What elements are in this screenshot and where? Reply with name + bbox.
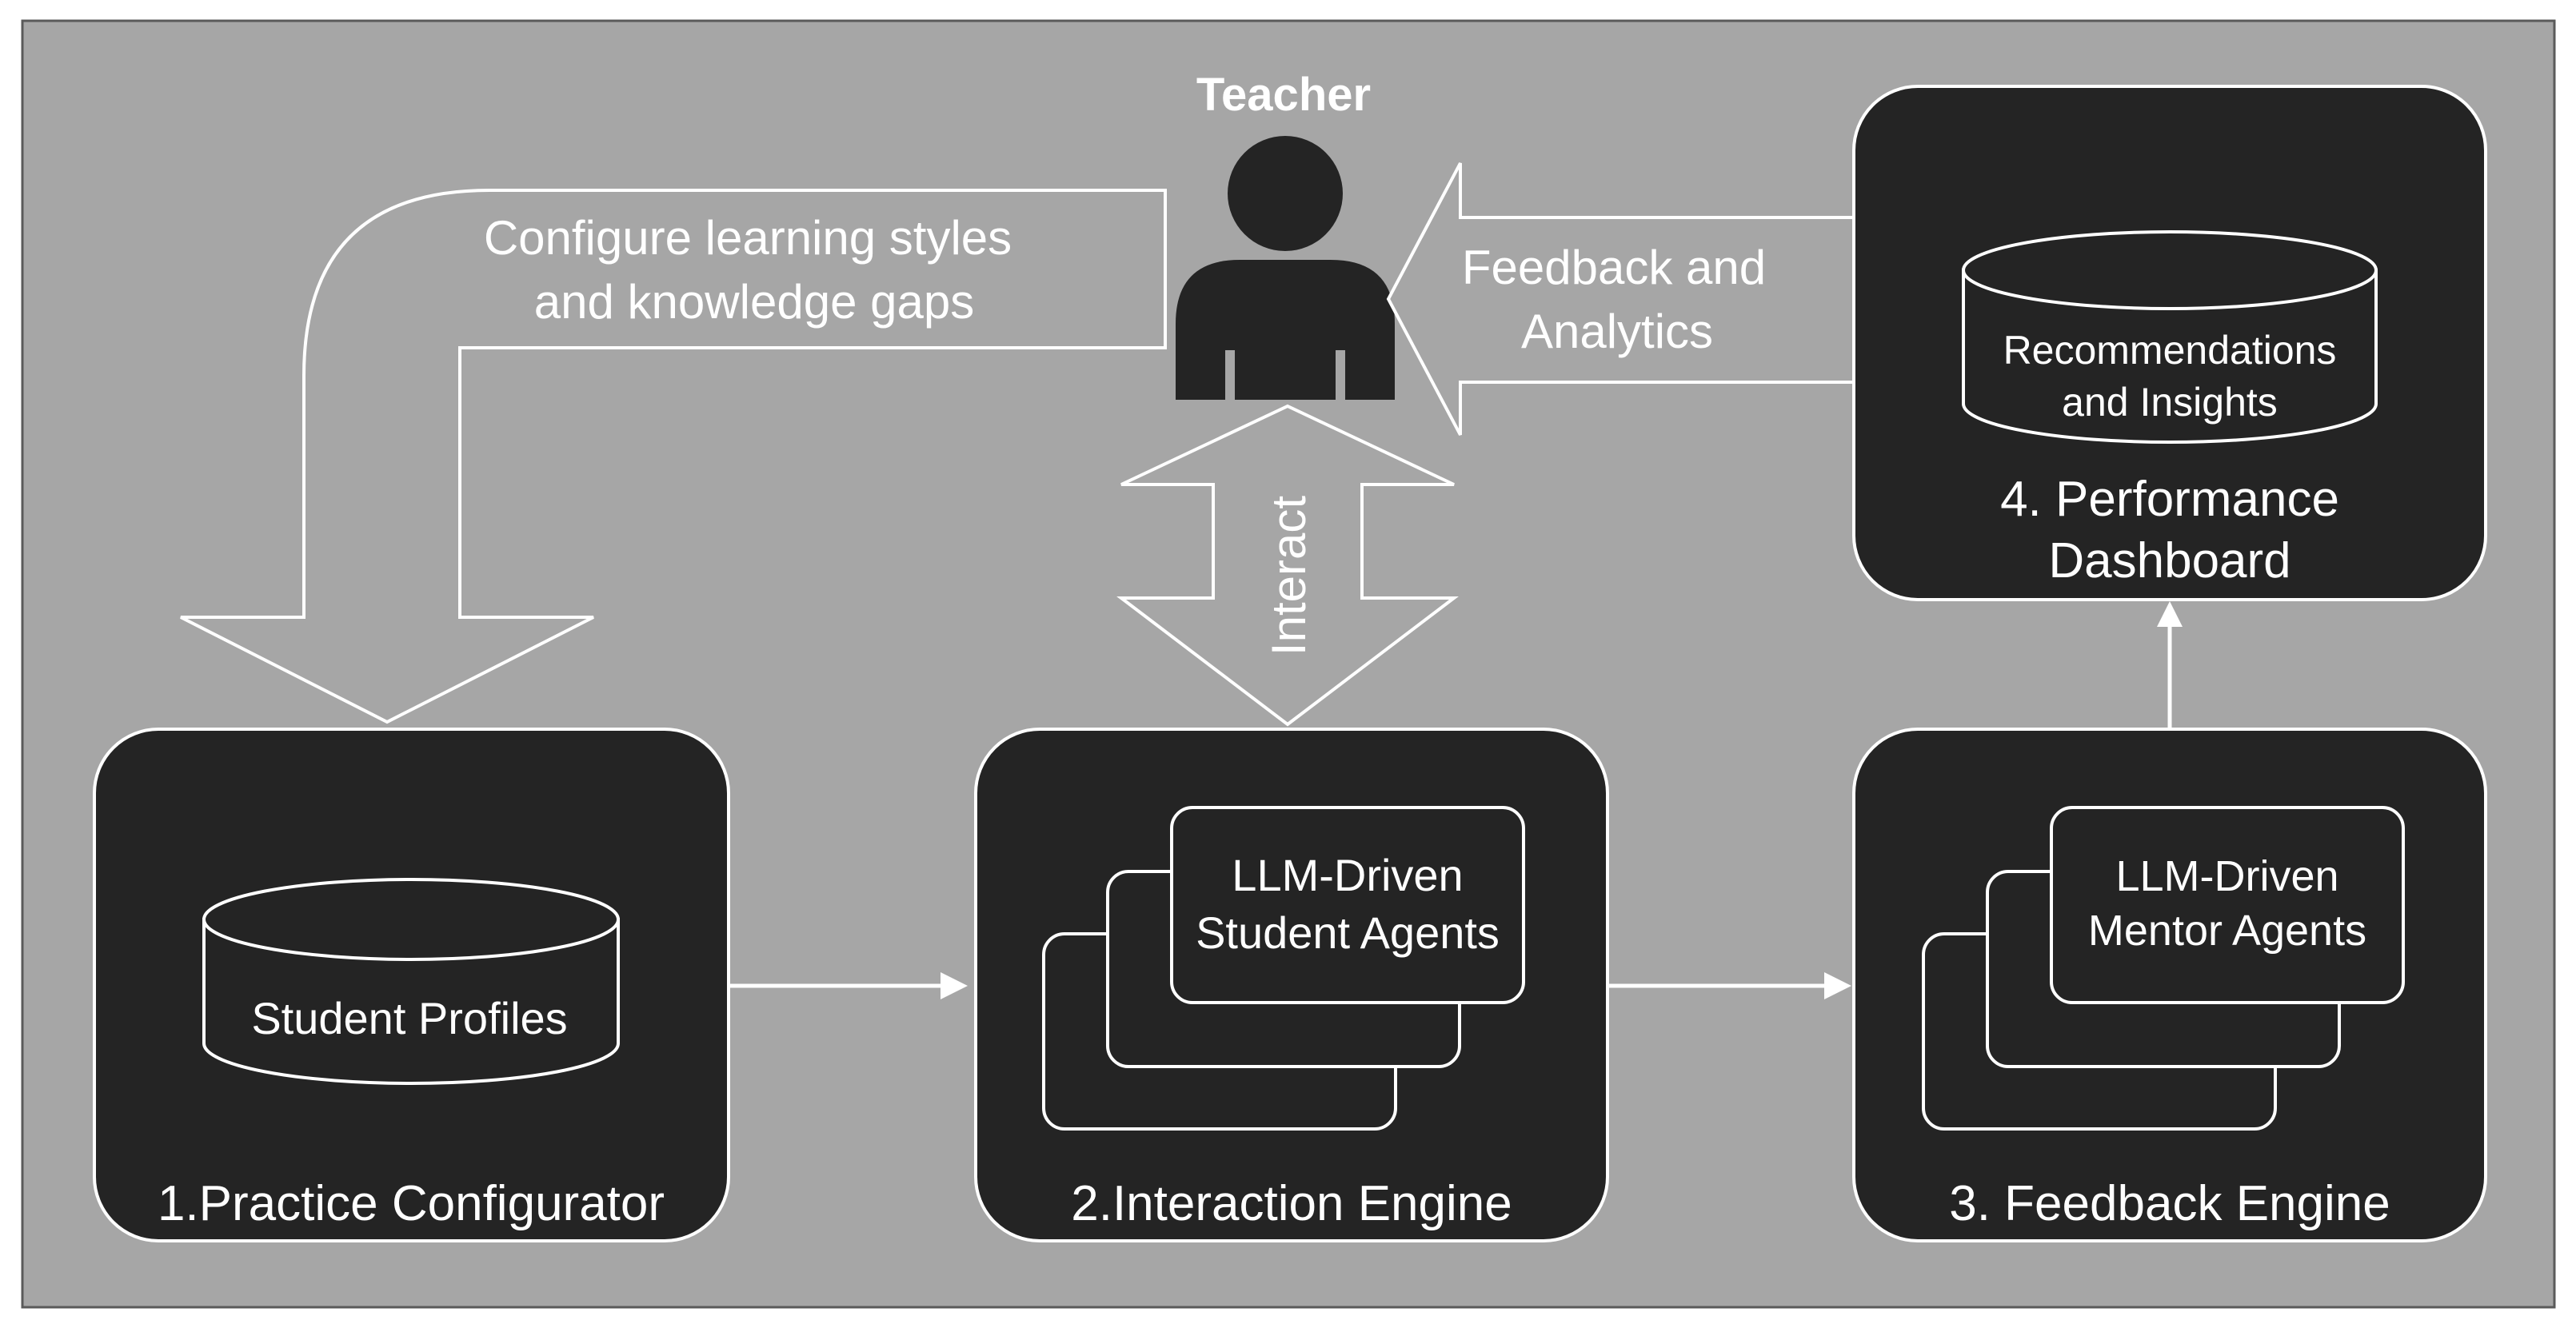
student-agents-line-2: Student Agents xyxy=(1196,907,1500,958)
teacher-actor: Teacher xyxy=(1176,69,1395,400)
flow-arrow-2-to-3 xyxy=(1609,972,1851,999)
configure-arrow-label-2: and knowledge gaps xyxy=(534,275,974,329)
interact-arrow-label: Interact xyxy=(1262,496,1316,656)
student-agents-line-1: LLM-Driven xyxy=(1232,850,1463,900)
configure-arrow-shape xyxy=(180,189,1167,724)
teacher-label: Teacher xyxy=(1196,69,1371,121)
module-performance-dashboard: Recommendations and Insights 4. Performa… xyxy=(1852,85,2487,601)
student-profiles-database-icon xyxy=(202,878,620,1085)
feedback-arrow-label-1: Feedback and xyxy=(1462,241,1766,294)
mentor-agents-line-1: LLM-Driven xyxy=(2115,852,2338,900)
student-agents-card xyxy=(1170,806,1525,1004)
mentor-agents-line-2: Mentor Agents xyxy=(2088,907,2366,955)
performance-dashboard-title-1: 4. Performance xyxy=(2000,472,2339,527)
feedback-analytics-arrow: Feedback and Analytics xyxy=(1386,162,1861,436)
module-interaction-engine: LLM-Driven Student Agents 2.Interaction … xyxy=(974,728,1609,1242)
flow-arrow-1-to-2 xyxy=(730,972,968,999)
performance-dashboard-title-2: Dashboard xyxy=(2048,533,2290,588)
interact-arrow: Interact xyxy=(1116,404,1459,727)
module-feedback-engine: LLM-Driven Mentor Agents 3. Feedback Eng… xyxy=(1852,728,2487,1242)
stacked-cards-icon xyxy=(1042,806,1525,1131)
practice-configurator-title: 1.Practice Configurator xyxy=(158,1176,665,1231)
mentor-agents-card xyxy=(2050,806,2405,1004)
configure-arrow-label-1: Configure learning styles xyxy=(484,211,1012,265)
recommendations-line-1: Recommendations xyxy=(2003,328,2337,373)
feedback-arrow-shape xyxy=(1386,162,1861,436)
flow-arrow-3-to-4 xyxy=(2157,601,2183,728)
person-icon xyxy=(1176,136,1395,400)
student-profiles-label: Student Profiles xyxy=(251,993,567,1043)
interaction-engine-title: 2.Interaction Engine xyxy=(1071,1176,1512,1231)
recommendations-database-icon xyxy=(1962,230,2378,444)
interact-arrow-shape xyxy=(1116,404,1459,727)
feedback-arrow-label-2: Analytics xyxy=(1521,305,1713,358)
module-practice-configurator: Student Profiles 1.Practice Configurator xyxy=(93,728,730,1242)
feedback-engine-title: 3. Feedback Engine xyxy=(1949,1176,2390,1231)
configure-arrow: Configure learning styles and knowledge … xyxy=(180,189,1167,724)
stacked-cards-icon xyxy=(1922,806,2405,1131)
recommendations-line-2: and Insights xyxy=(2062,380,2278,425)
